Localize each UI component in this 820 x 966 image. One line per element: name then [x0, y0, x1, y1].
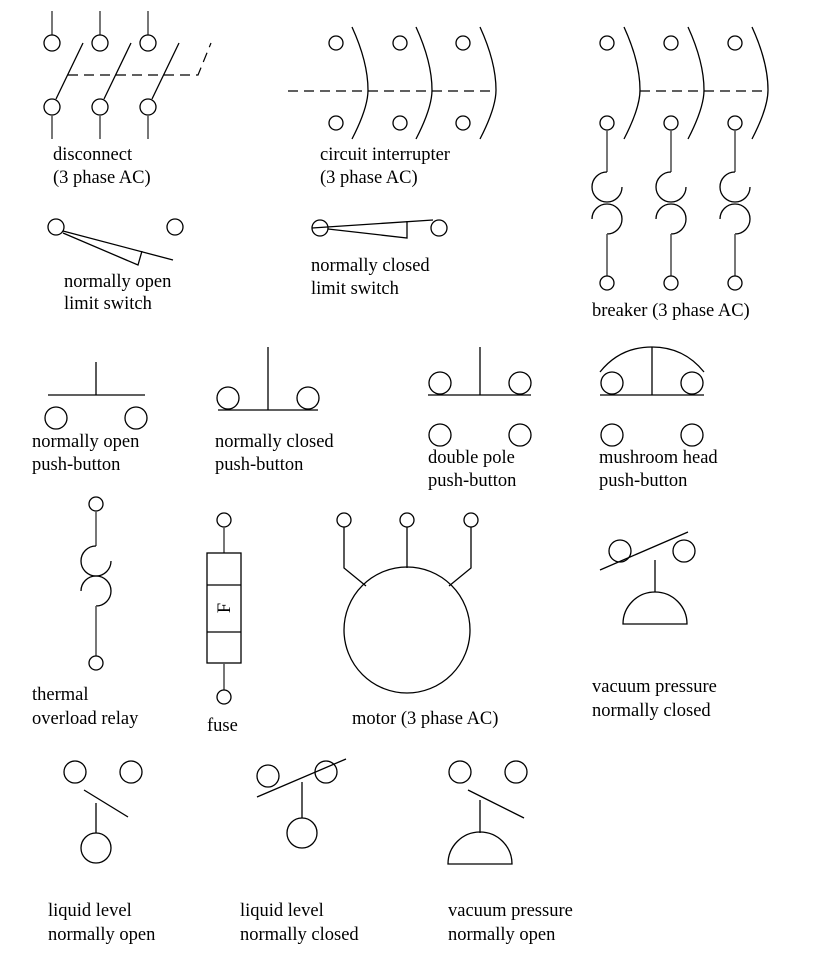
- mushroom-head-push-button-symbol: [599, 346, 705, 447]
- no-limit-switch-label-2: limit switch: [64, 294, 152, 314]
- nc-push-button-label: normally closed: [215, 432, 334, 452]
- no-push-button-label-2: push-button: [32, 455, 120, 475]
- liquid-nc-label-2: normally closed: [240, 925, 359, 945]
- double-pole-push-button-symbol: [428, 347, 532, 447]
- mushroom-push-button-label-2: push-button: [599, 471, 687, 491]
- dp-push-button-label-2: push-button: [428, 471, 516, 491]
- normally-closed-push-button-symbol: [216, 347, 320, 411]
- circuit-interrupter-symbol: [288, 26, 497, 140]
- liquid-level-no-symbol: [63, 760, 143, 864]
- normally-open-limit-switch-symbol: [47, 218, 184, 266]
- disconnect-label: disconnect: [53, 145, 133, 165]
- nc-limit-switch-label: normally closed: [311, 256, 430, 276]
- motor-symbol: [336, 512, 479, 694]
- nc-push-button-label-2: push-button: [215, 455, 303, 475]
- liquid-level-nc-symbol: [256, 758, 347, 849]
- fuse-label: fuse: [207, 716, 238, 736]
- nc-limit-switch-label-2: limit switch: [311, 279, 399, 299]
- thermal-overload-relay-symbol: [80, 496, 112, 671]
- no-push-button-label: normally open: [32, 432, 139, 452]
- vac-nc-label-2: normally closed: [592, 701, 711, 721]
- vacuum-pressure-no-symbol: [447, 760, 528, 865]
- circuit-interrupter-label-2: (3 phase AC): [320, 168, 418, 188]
- fuse-symbol: F: [206, 512, 242, 705]
- fuse-letter: F: [215, 603, 235, 613]
- normally-closed-limit-switch-symbol: [311, 219, 448, 239]
- vacuum-pressure-nc-symbol: [599, 531, 696, 625]
- circuit-interrupter-label: circuit interrupter: [320, 145, 450, 165]
- breaker-label: breaker (3 phase AC): [592, 301, 750, 321]
- motor-label: motor (3 phase AC): [352, 709, 498, 729]
- liquid-nc-label: liquid level: [240, 901, 324, 921]
- disconnect-symbol: [43, 11, 212, 139]
- vac-no-label-2: normally open: [448, 925, 555, 945]
- no-limit-switch-label: normally open: [64, 272, 171, 292]
- thermal-label: thermal: [32, 685, 89, 705]
- thermal-label-2: overload relay: [32, 709, 139, 729]
- liquid-no-label: liquid level: [48, 901, 132, 921]
- breaker-symbol: [591, 26, 769, 291]
- disconnect-label-2: (3 phase AC): [53, 168, 151, 188]
- vac-no-label: vacuum pressure: [448, 901, 573, 921]
- mushroom-push-button-label: mushroom head: [599, 448, 718, 468]
- dp-push-button-label: double pole: [428, 448, 515, 468]
- vac-nc-label: vacuum pressure: [592, 677, 717, 697]
- liquid-no-label-2: normally open: [48, 925, 155, 945]
- normally-open-push-button-symbol: [44, 362, 148, 430]
